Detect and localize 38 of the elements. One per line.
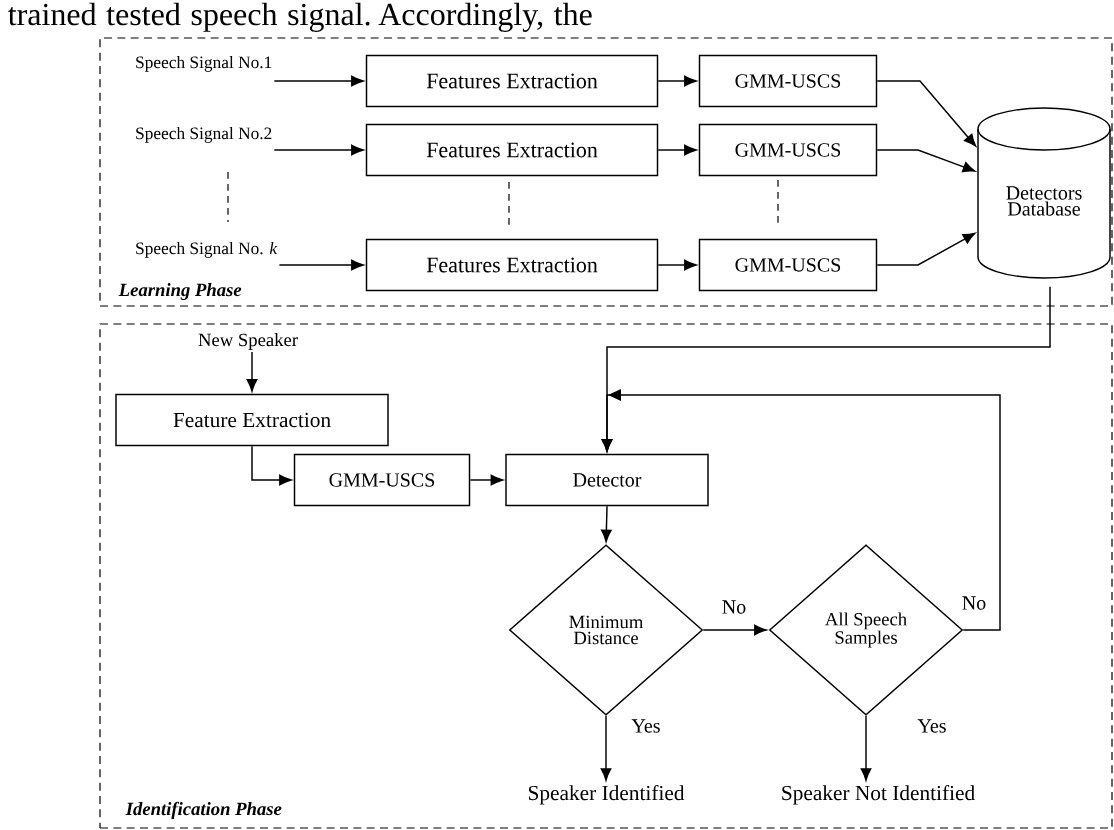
arrow bbox=[876, 232, 976, 266]
process-box: Features Extraction bbox=[365, 123, 659, 177]
arrow bbox=[469, 474, 504, 486]
arrow bbox=[860, 715, 872, 781]
process-box: Features Extraction bbox=[365, 54, 659, 108]
input-label: Speech Signal No. k bbox=[136, 241, 278, 258]
process-box: GMM-USCS bbox=[698, 238, 878, 292]
arrow bbox=[251, 445, 292, 486]
edge-label: Yes bbox=[916, 718, 948, 734]
arrow bbox=[273, 75, 364, 87]
arrow bbox=[657, 75, 697, 87]
arrow bbox=[600, 505, 612, 543]
edge-label: Yes bbox=[630, 718, 662, 734]
arrow bbox=[657, 144, 697, 156]
process-box: Features Extraction bbox=[365, 238, 659, 292]
arrow bbox=[246, 351, 258, 392]
arrow bbox=[273, 144, 364, 156]
arrow bbox=[600, 715, 612, 781]
process-box: Feature Extraction bbox=[115, 393, 389, 447]
process-box: Detector bbox=[505, 453, 709, 507]
node-label: Detectors Database bbox=[1006, 186, 1082, 216]
body-text: trained tested speech signal. Accordingly, the bbox=[8, 2, 592, 32]
arrow bbox=[702, 624, 767, 636]
process-box: GMM-USCS bbox=[293, 453, 471, 507]
arrow bbox=[278, 259, 364, 271]
process-box: GMM-USCS bbox=[698, 123, 878, 177]
edge-label: No bbox=[720, 599, 748, 615]
input-label: Speech Signal No.2 bbox=[136, 126, 272, 143]
input-label: New Speaker bbox=[198, 333, 298, 350]
outcome-label: Speaker Identified bbox=[528, 785, 685, 805]
arrow bbox=[876, 80, 977, 147]
database-cylinder: Detectors Database bbox=[977, 107, 1111, 279]
outcome-label: Speaker Not Identified bbox=[782, 785, 975, 805]
process-box: GMM-USCS bbox=[698, 54, 878, 108]
arrow bbox=[601, 389, 1001, 631]
arrow bbox=[876, 149, 976, 173]
arrow bbox=[657, 259, 697, 271]
input-label: Speech Signal No.1 bbox=[136, 55, 272, 72]
